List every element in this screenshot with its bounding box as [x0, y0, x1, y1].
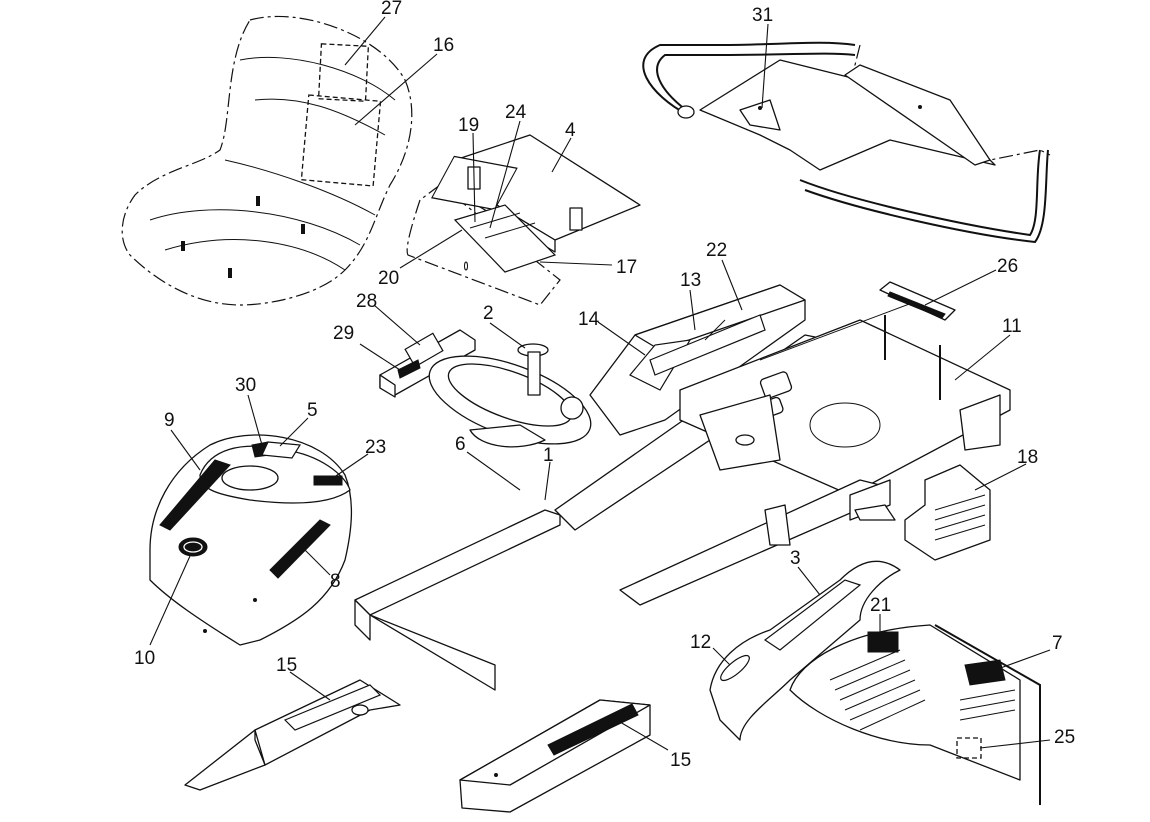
callout-18: 18: [1017, 447, 1038, 468]
callout-16: 16: [433, 35, 454, 56]
battery-plate: [406, 134, 641, 306]
callout-15-right: 15: [670, 750, 691, 771]
side-guard-left: [184, 679, 401, 791]
seat-bracket: [379, 329, 476, 398]
callout-1: 1: [543, 445, 554, 466]
callout-labels: 27 16 31 4 24 19 20 17 22 13 26 14 11 28…: [134, 0, 1075, 771]
leader-lines: [149, 16, 1051, 751]
callout-5: 5: [307, 400, 318, 421]
decal-8: [269, 519, 331, 579]
seat: [121, 15, 413, 306]
callout-25: 25: [1054, 727, 1075, 748]
callout-24: 24: [505, 102, 527, 123]
steering-wheel: [428, 343, 592, 448]
callout-27: 27: [381, 0, 402, 19]
callout-28: 28: [356, 291, 377, 312]
decal-21: [867, 631, 899, 653]
decal-28: [404, 332, 444, 368]
footrest: [789, 624, 1041, 805]
callout-8: 8: [330, 571, 341, 592]
callout-23: 23: [365, 437, 386, 458]
callout-3: 3: [790, 548, 801, 569]
decal-9: [159, 459, 231, 531]
fender: [709, 560, 901, 741]
callout-9: 9: [164, 410, 175, 431]
callout-10: 10: [134, 648, 155, 669]
callout-20: 20: [378, 268, 399, 289]
callout-6: 6: [455, 434, 466, 455]
decal-16: [300, 94, 382, 187]
plate-26: [879, 281, 956, 321]
callout-21: 21: [870, 595, 891, 616]
callout-30: 30: [235, 375, 256, 396]
decal-23: [313, 475, 343, 486]
callout-13: 13: [680, 270, 701, 291]
callout-14: 14: [578, 309, 600, 330]
grille: [904, 464, 991, 561]
hood: [149, 434, 353, 646]
decal-5: [261, 441, 302, 459]
callout-26: 26: [997, 256, 1018, 277]
callout-11: 11: [1002, 316, 1022, 337]
callout-17: 17: [616, 257, 637, 278]
rollbar-plate: [642, 41, 1051, 244]
callout-7: 7: [1052, 633, 1063, 654]
callout-31: 31: [752, 5, 773, 26]
decal-27: [317, 43, 370, 102]
callout-22: 22: [706, 240, 727, 261]
callout-19: 19: [458, 115, 479, 136]
lower-cover: [459, 699, 651, 813]
main-frame: [354, 299, 1011, 691]
dash-console: [589, 284, 806, 436]
callout-12: 12: [690, 632, 711, 653]
callout-15-left: 15: [276, 655, 297, 676]
decal-7: [964, 659, 1006, 686]
callout-2: 2: [483, 303, 494, 324]
callout-29: 29: [333, 323, 354, 344]
callout-4: 4: [565, 120, 576, 141]
